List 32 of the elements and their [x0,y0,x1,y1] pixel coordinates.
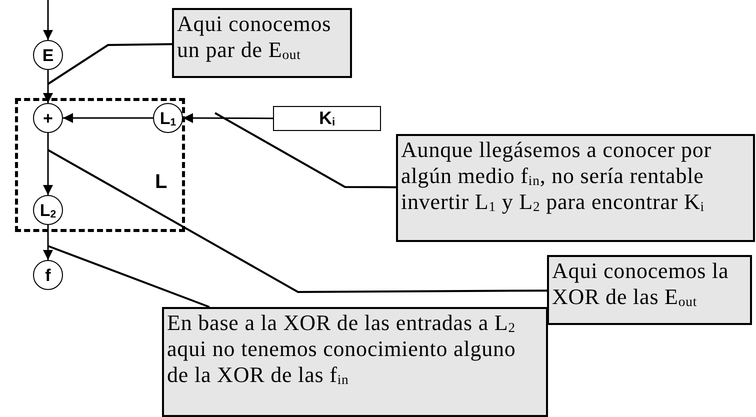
arrow [43,70,53,103]
dashed-group-box [15,98,185,232]
callout-text: Aqui conocemos un par de E$_{out}$ [177,11,332,62]
node-label: + [43,110,53,126]
callout-box [396,134,755,242]
circle-node [33,260,63,290]
xor-circle [33,103,63,133]
callout-box [162,307,548,417]
callout-text: En base a la XOR de las entradas a L$_{2}$ aqui no tenemos conocimiento alguno de la XOR de las f$_{in}$ [167,310,516,387]
arrow [63,113,153,123]
leader-line [48,245,210,308]
node-label: E [42,46,54,64]
group-label: L [155,171,168,194]
leader-line [48,149,547,293]
callout-box [172,8,352,78]
circle-node [33,195,63,225]
leader-line [47,43,172,85]
callout-text: Aunque llegásemos a conocer por algún medio f$_{in}$, no sería rentable invertir L$_{1}$ y L$_{2}$ para encontrar K$_{i}$ [401,137,712,214]
leader-line [214,112,396,188]
arrow [183,113,273,124]
arrow [43,225,53,260]
node-label: L$_{1}$ [160,110,176,126]
node-label: L$_{2}$ [40,202,56,218]
key-box [273,106,381,131]
node-label: K$_{i}$ [318,108,336,129]
circle-node [33,40,63,70]
callout-box [547,255,752,325]
node-label: f [45,266,51,284]
callout-text: Aqui conocemos la XOR de las E$_{out}$ [552,258,729,309]
arrow [43,0,53,40]
circle-node [153,103,183,133]
arrow [43,133,53,195]
